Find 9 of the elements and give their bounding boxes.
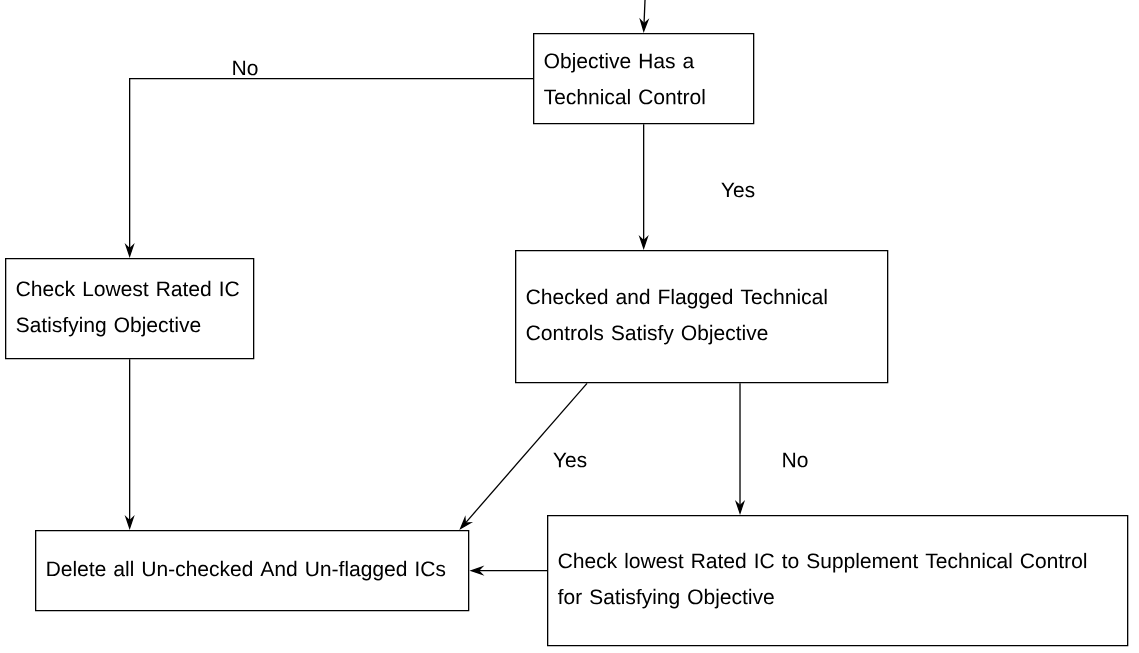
edge-label: No xyxy=(229,58,261,78)
process-box: Checked and Flagged Technical Controls Satisfy Objective xyxy=(515,250,889,384)
process-box: Check lowest Rated IC to Supplement Technical Control for Satisfying Objective xyxy=(547,515,1129,647)
process-box: Delete all Un-checked And Un-flagged ICs xyxy=(35,530,470,612)
edge-label: No xyxy=(779,450,811,470)
process-box: Check Lowest Rated IC Satisfying Objective xyxy=(5,258,255,360)
edge-label: Yes xyxy=(550,450,590,470)
edge-label: Yes xyxy=(718,180,758,200)
process-box: Objective Has a Technical Control xyxy=(533,33,755,125)
